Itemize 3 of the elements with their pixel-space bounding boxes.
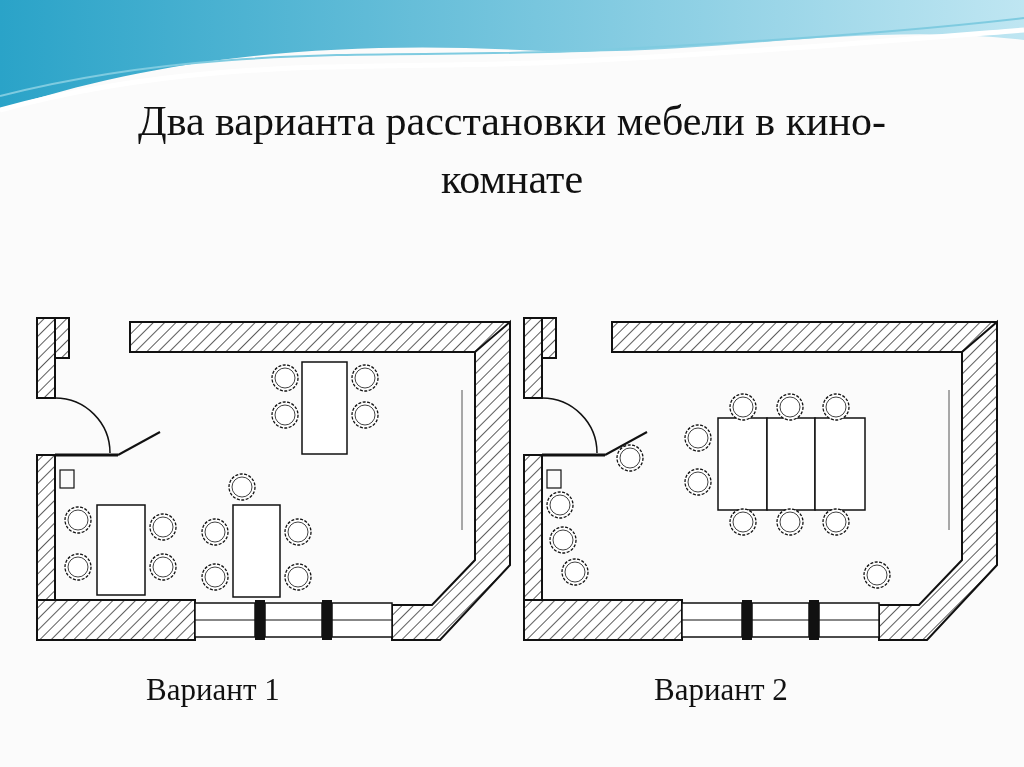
variant-caption: Вариант 1 — [146, 672, 280, 708]
variant-caption: Вариант 2 — [654, 672, 788, 708]
slide-title: Два варианта расстановки мебели в кино-комнате — [137, 97, 887, 204]
